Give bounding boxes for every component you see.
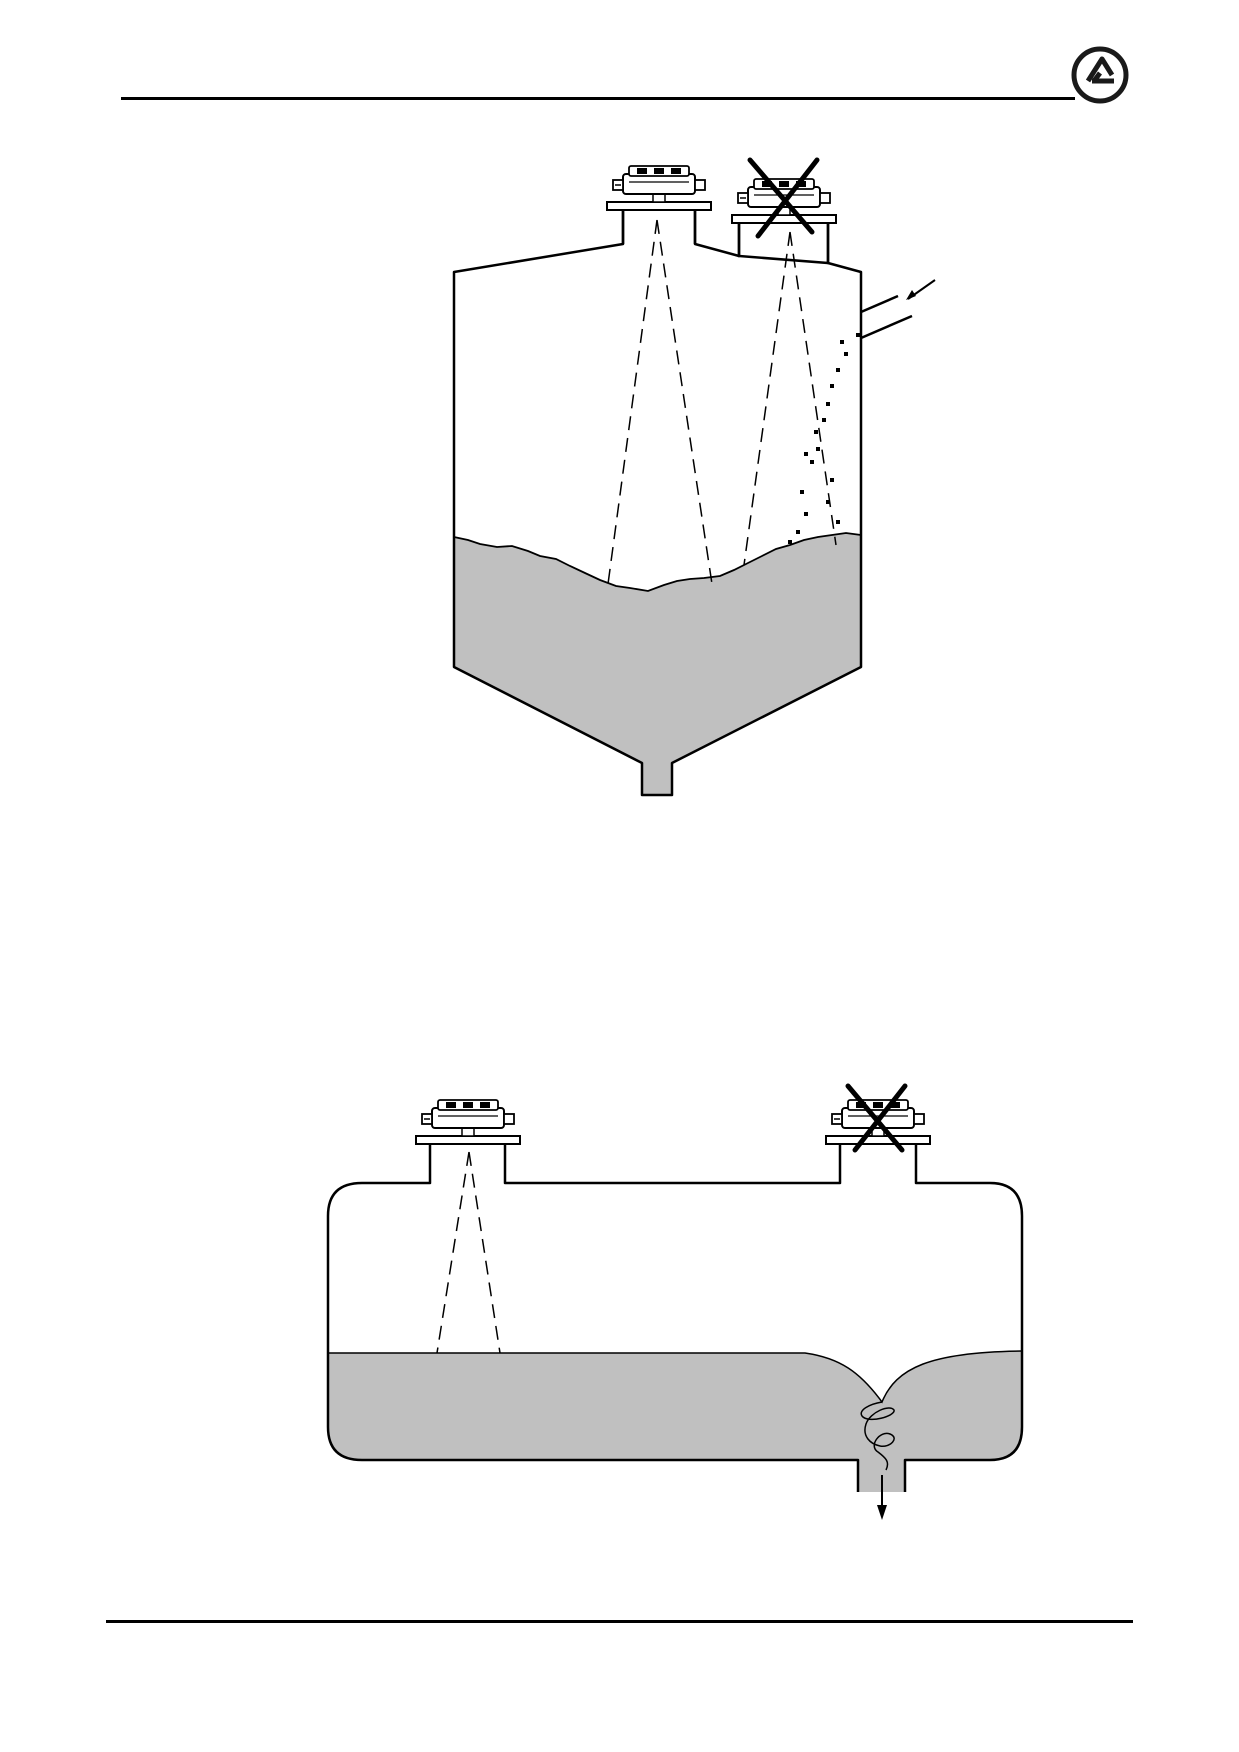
bulk-material-fill bbox=[454, 533, 861, 795]
company-logo-icon bbox=[1071, 46, 1129, 104]
tank-figure bbox=[326, 1083, 1024, 1520]
vortex-swirl bbox=[860, 1401, 895, 1471]
inlet-arrowhead bbox=[906, 290, 916, 300]
liquid-fill bbox=[328, 1351, 1022, 1492]
sensor-correct-tank bbox=[415, 1099, 521, 1145]
cross-mark-icon bbox=[747, 157, 820, 239]
outlet-arrowhead bbox=[877, 1505, 887, 1520]
liquid-surface bbox=[328, 1350, 1023, 1404]
silo-figure bbox=[452, 157, 936, 797]
radar-beam-correct bbox=[607, 219, 713, 585]
sensor-correct-silo bbox=[606, 165, 712, 211]
header-rule bbox=[121, 97, 1075, 100]
radar-beam-incorrect bbox=[743, 231, 837, 566]
silo-nozzle-left bbox=[621, 210, 697, 244]
tank-outline bbox=[326, 1143, 1024, 1492]
silo-nozzle-right bbox=[737, 222, 830, 265]
material-surface bbox=[453, 532, 862, 592]
radar-beam-tank bbox=[436, 1151, 501, 1354]
falling-particles bbox=[788, 333, 860, 544]
cross-mark-icon bbox=[845, 1083, 908, 1153]
footer-rule bbox=[106, 1620, 1133, 1623]
inlet-pipe bbox=[860, 294, 913, 340]
